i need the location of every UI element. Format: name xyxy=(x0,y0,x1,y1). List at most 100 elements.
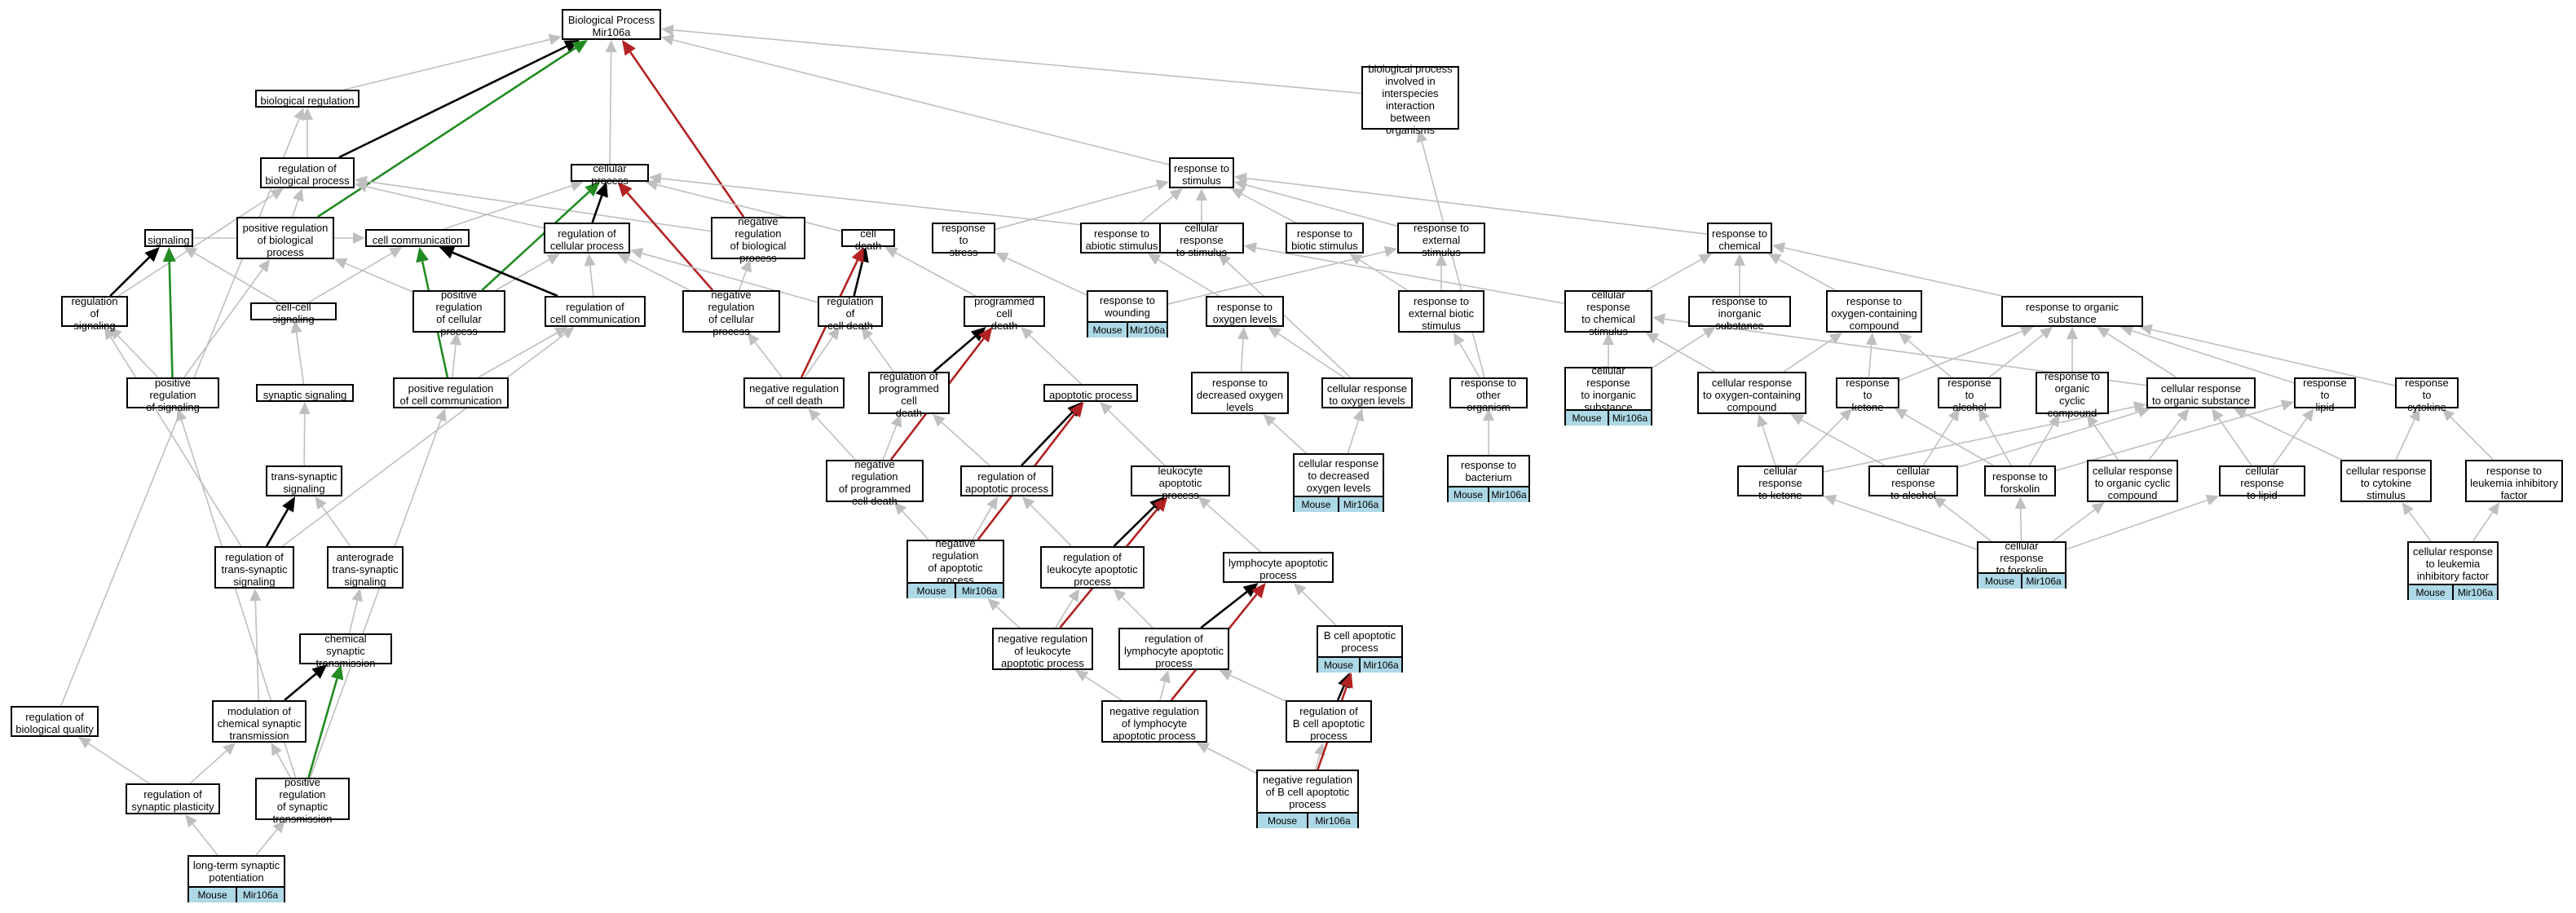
edge-is-a xyxy=(605,40,617,165)
go-term-resp-oxy-comp[interactable]: response to oxygen-containing compound xyxy=(1826,290,1922,333)
edge-is-a xyxy=(1652,327,1716,368)
go-term-reg-cell-comm[interactable]: regulation of cell communication xyxy=(545,296,646,327)
go-term-resp-oxygen[interactable]: response to oxygen levels xyxy=(1206,296,1284,327)
go-term-reg-signaling[interactable]: regulation of signaling xyxy=(61,295,128,332)
go-term-resp-ext-biotic[interactable]: response to external biotic stimulus xyxy=(1398,290,1484,333)
go-term-neg-reg-leuk-apop[interactable]: negative regulation of leukocyte apoptot… xyxy=(992,628,1093,670)
go-term-neg-reg-pcd[interactable]: negative regulation of programmed cell d… xyxy=(826,458,924,507)
edge-line xyxy=(1359,259,1409,291)
go-term-cell-resp-oxy-comp[interactable]: cellular response to oxygen-containing c… xyxy=(1697,372,1806,414)
go-term-resp-abiotic[interactable]: response to abiotic stimulus xyxy=(1080,223,1163,254)
go-term-cell-resp-decr-oxy[interactable]: cellular response to decreased oxygen le… xyxy=(1293,453,1384,512)
go-term-signaling[interactable]: signaling xyxy=(144,229,193,247)
edge-arrowhead xyxy=(2086,414,2099,428)
go-term-resp-chem[interactable]: response to chemical xyxy=(1707,223,1772,254)
go-term-reg-cell-death[interactable]: regulation of cell death xyxy=(818,295,883,332)
go-term-reg-leuk-apop[interactable]: regulation of leukocyte apoptotic proces… xyxy=(1040,546,1145,589)
go-term-pos-reg-syn[interactable]: positive regulation of synaptic transmis… xyxy=(255,776,350,825)
go-term-resp-external[interactable]: response to external stimulus xyxy=(1397,222,1485,258)
edge-is-a xyxy=(117,188,284,297)
go-term-cc-signaling[interactable]: cell-cell signaling xyxy=(250,301,337,325)
go-term-resp-alcohol[interactable]: response to alcohol xyxy=(1938,377,2001,413)
go-term-cell-resp-chem[interactable]: cellular response to chemical stimulus xyxy=(1564,289,1652,337)
go-term-resp-decr-oxy[interactable]: response to decreased oxygen levels xyxy=(1191,372,1289,414)
go-term-pos-reg-bp[interactable]: positive regulation of biological proces… xyxy=(236,217,334,259)
edge-is-a xyxy=(298,402,311,466)
go-term-cell-resp-lipid[interactable]: cellular response to lipid xyxy=(2219,464,2305,501)
go-term-antero-trans-syn[interactable]: anterograde trans-synaptic signaling xyxy=(327,546,404,589)
go-term-reg-bp[interactable]: regulation of biological process xyxy=(260,157,355,188)
go-term-cell-resp-lif[interactable]: cellular response to leukemia inhibitory… xyxy=(2407,541,2499,600)
go-term-resp-org[interactable]: response to organic substance xyxy=(2001,296,2143,327)
go-term-resp-forskolin[interactable]: response to forskolin xyxy=(1984,465,2056,496)
go-term-label: negative regulation of leukocyte apoptot… xyxy=(998,632,1087,669)
go-term-label: cellular response to lipid xyxy=(2240,464,2284,501)
go-term-trans-syn[interactable]: trans-synaptic signaling xyxy=(266,465,342,496)
go-term-resp-inorg[interactable]: response to inorganic substance xyxy=(1688,295,1791,332)
go-term-resp-cytokine[interactable]: response to cytokine xyxy=(2395,377,2459,413)
edge-is-a xyxy=(972,496,998,540)
go-term-resp-lif[interactable]: response to leukemia inhibitory factor xyxy=(2465,460,2563,502)
go-term-resp-lipid[interactable]: response to lipid xyxy=(2294,377,2356,413)
go-term-neg-reg-cell-proc[interactable]: negative regulation of cellular process xyxy=(682,289,780,337)
go-term-resp-org-cyclic[interactable]: response to organic cyclic compound xyxy=(2036,370,2109,419)
edge-arrowhead xyxy=(439,246,456,259)
go-term-cell-resp-cytokine[interactable]: cellular response to cytokine stimulus xyxy=(2340,460,2432,502)
go-term-bp-interspecies[interactable]: biological process involved in interspec… xyxy=(1361,63,1459,136)
go-term-neg-reg-cell-death[interactable]: negative regulation of cell death xyxy=(743,377,845,408)
go-term-reg-lymph-apop[interactable]: regulation of lymphocyte apoptotic proce… xyxy=(1118,628,1229,670)
gene-tag: Mir106a xyxy=(2021,574,2065,589)
go-term-reg-cell-proc[interactable]: regulation of cellular process xyxy=(544,223,630,254)
go-term-cell-proc[interactable]: cellular process xyxy=(571,162,649,187)
go-term-neg-reg-bp[interactable]: negative regulation of biological proces… xyxy=(711,215,805,264)
go-term-reg-pcd[interactable]: regulation of programmed cell death xyxy=(868,370,950,419)
go-term-bp[interactable]: Biological Process Mir106a xyxy=(562,9,661,40)
go-term-cell-resp-oxy[interactable]: cellular response to oxygen levels xyxy=(1321,377,1413,408)
edge-line xyxy=(1229,674,1286,702)
go-term-leuk-apop[interactable]: leukocyte apoptotic process xyxy=(1131,465,1230,501)
organism-tag: Mouse xyxy=(908,584,955,598)
go-term-cell-resp-stim[interactable]: cellular response to stimulus xyxy=(1159,222,1244,258)
go-term-pcd[interactable]: programmed cell death xyxy=(964,295,1045,332)
go-term-mod-chem-syn[interactable]: modulation of chemical synaptic transmis… xyxy=(212,700,307,743)
go-term-resp-biotic[interactable]: response to biotic stimulus xyxy=(1286,223,1364,254)
go-term-cell-resp-org[interactable]: cellular response to organic substance xyxy=(2146,377,2256,408)
go-term-reg-trans-syn[interactable]: regulation of trans-synaptic signaling xyxy=(214,546,294,589)
go-term-reg-apoptotic[interactable]: regulation of apoptotic process xyxy=(960,465,1053,496)
go-term-biolreg[interactable]: biological regulation xyxy=(255,90,359,108)
edge-is-a xyxy=(109,327,159,378)
go-term-cell-resp-alcohol[interactable]: cellular response to alcohol xyxy=(1868,465,1958,501)
go-term-reg-syn-plast[interactable]: regulation of synaptic plasticity xyxy=(126,783,220,814)
edge-line xyxy=(495,258,550,291)
go-term-reg-b-apop[interactable]: regulation of B cell apoptotic process xyxy=(1286,700,1372,743)
edge-is-a xyxy=(738,259,752,291)
go-term-cell-comm[interactable]: cell communication xyxy=(365,229,470,247)
go-term-cell-resp-inorg[interactable]: cellular response to inorganic substance… xyxy=(1564,364,1652,426)
go-term-pos-reg-cell-proc[interactable]: positive regulation of cellular process xyxy=(412,289,505,337)
go-term-neg-reg-b-apop[interactable]: negative regulation of B cell apoptotic … xyxy=(1256,770,1359,828)
go-term-syn-signaling[interactable]: synaptic signaling xyxy=(256,384,354,402)
go-term-lymph-apop[interactable]: lymphocyte apoptotic process xyxy=(1223,552,1334,583)
go-term-cell-resp-org-cyclic[interactable]: cellular response to organic cyclic comp… xyxy=(2087,460,2178,502)
edge-arrowhead xyxy=(1147,254,1162,265)
go-term-pos-reg-cell-comm[interactable]: positive regulation of cell communicatio… xyxy=(393,377,509,408)
edge-arrowhead xyxy=(1416,130,1427,143)
go-term-apoptotic[interactable]: apoptotic process xyxy=(1043,384,1138,402)
go-term-resp-stress[interactable]: response to stress xyxy=(932,222,995,258)
go-term-pos-reg-signaling[interactable]: positive regulation of signaling xyxy=(126,377,219,413)
go-term-neg-reg-apop[interactable]: negative regulation of apoptotic process… xyxy=(906,537,1004,598)
go-term-chem-syn[interactable]: chemical synaptic transmission xyxy=(299,633,392,669)
go-term-cell-resp-ketone[interactable]: cellular response to ketone xyxy=(1737,465,1824,501)
go-term-resp-ketone[interactable]: response to ketone xyxy=(1836,377,1899,413)
edge-line xyxy=(1983,418,2012,466)
go-term-resp-other-org[interactable]: response to other organism xyxy=(1449,377,1528,413)
go-term-cell-death[interactable]: cell death xyxy=(841,227,895,252)
go-term-reg-biol-quality[interactable]: regulation of biological quality xyxy=(11,706,99,737)
go-term-neg-reg-lymph-apop[interactable]: negative regulation of lymphocyte apopto… xyxy=(1101,700,1207,743)
go-term-resp-stim[interactable]: response to stimulus xyxy=(1169,157,1234,188)
